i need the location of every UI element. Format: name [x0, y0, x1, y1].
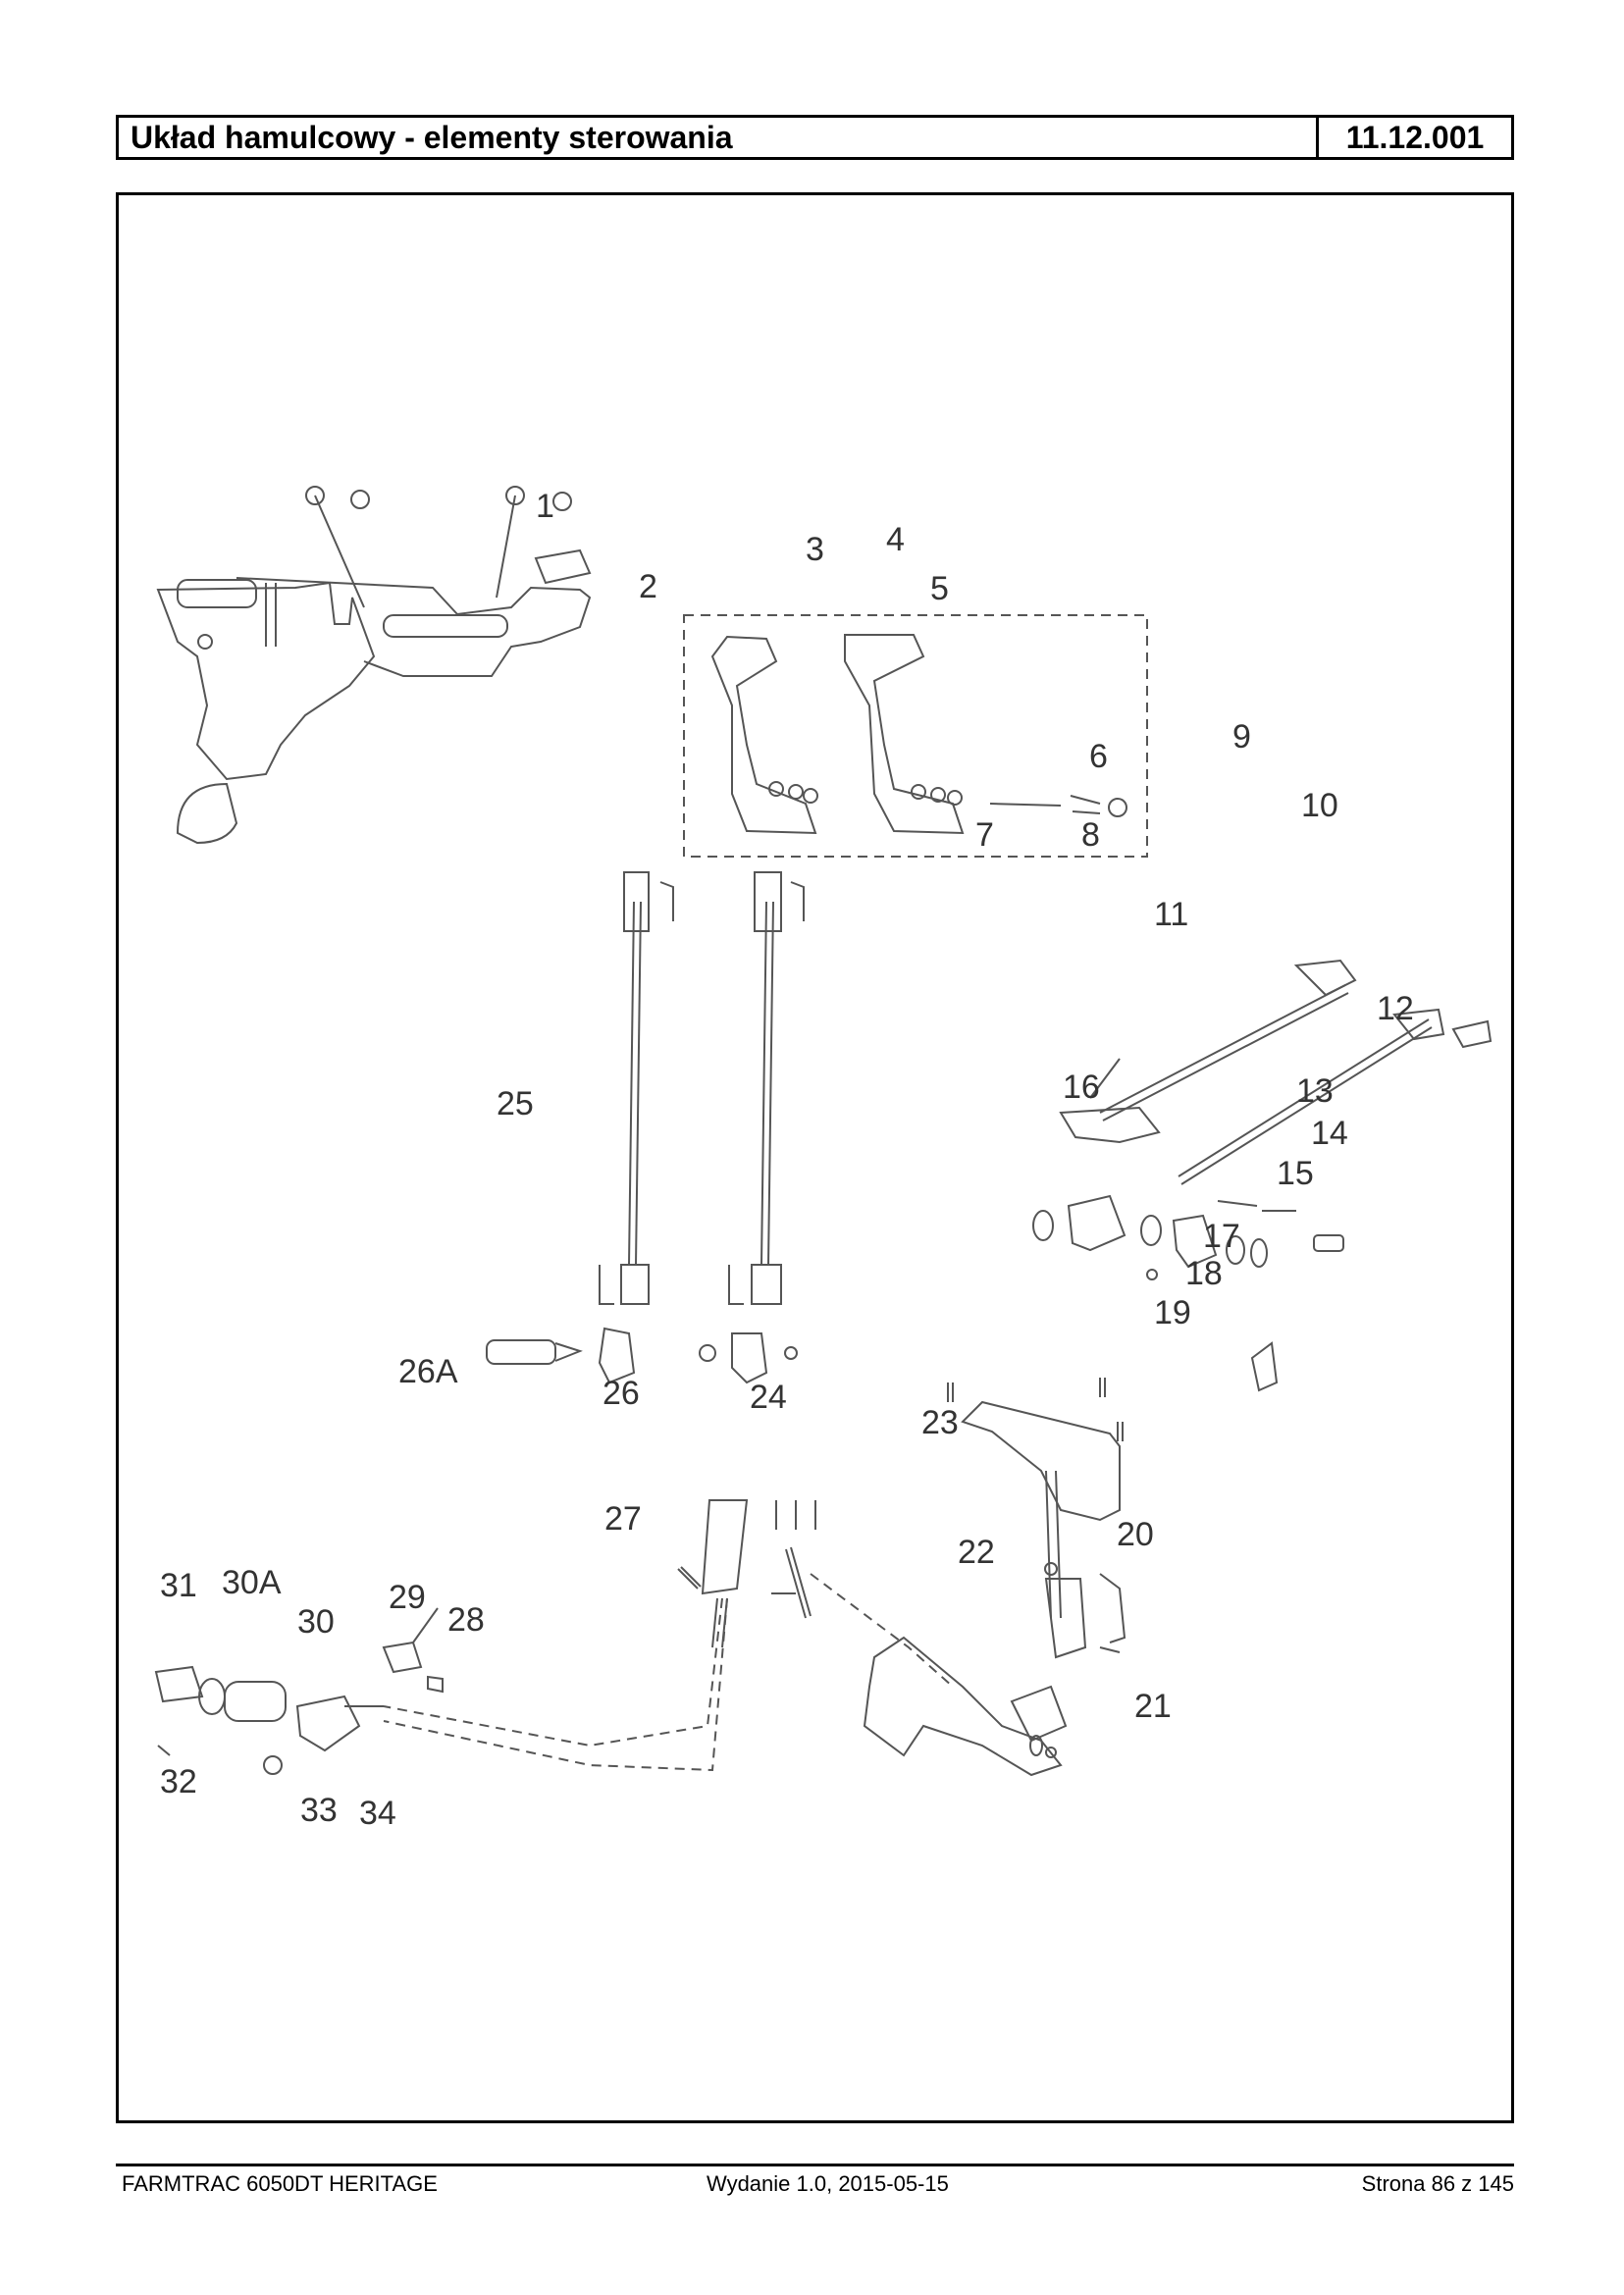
callout-28: 28	[447, 1601, 485, 1639]
callout-34: 34	[359, 1795, 396, 1832]
callout-10: 10	[1301, 787, 1338, 824]
section-code: 11.12.001	[1345, 120, 1485, 155]
cross-shaft	[383, 614, 508, 638]
callout-17: 17	[1203, 1218, 1240, 1255]
pedal-pin	[989, 803, 1062, 807]
pedal-group-box	[683, 614, 1148, 858]
footer-edition: Wydanie 1.0, 2015-05-15	[707, 2171, 949, 2196]
lever-24	[731, 1332, 768, 1384]
callout-25: 25	[497, 1085, 534, 1122]
callout-6: 6	[1089, 738, 1108, 775]
callout-13: 13	[1296, 1072, 1334, 1110]
callout-labels: 1 2 3 4 5 6 7 8 9 10 11 12 13 14 15 16 1…	[160, 488, 1414, 1832]
callout-29: 29	[389, 1579, 426, 1616]
rod-11	[1099, 984, 1349, 1121]
callout-8: 8	[1081, 816, 1100, 854]
bushing-31	[154, 1665, 204, 1703]
footer-page-number: Strona 86 z 145	[1361, 2171, 1514, 2196]
bleed-screw-18	[1250, 1341, 1279, 1392]
brake-rod-left	[628, 901, 642, 1266]
callout-23: 23	[921, 1404, 959, 1441]
spring	[534, 548, 592, 585]
callout-21: 21	[1134, 1688, 1172, 1725]
callout-19: 19	[1154, 1294, 1191, 1331]
brake-pedal-right	[844, 634, 965, 835]
coupling-16	[1067, 1194, 1126, 1252]
callout-18: 18	[1185, 1255, 1223, 1292]
callout-5: 5	[930, 570, 949, 607]
callout-31: 31	[160, 1567, 197, 1604]
coupling-17	[1172, 1214, 1218, 1269]
lever-34	[295, 1695, 361, 1752]
callout-32: 32	[160, 1763, 197, 1800]
callout-20: 20	[1117, 1516, 1154, 1553]
callout-12: 12	[1377, 990, 1414, 1027]
pedal-shaft-bracket	[156, 581, 376, 781]
callout-2: 2	[639, 568, 657, 605]
callout-30: 30	[297, 1603, 335, 1641]
callout-16: 16	[1063, 1069, 1100, 1106]
clevis-29	[382, 1607, 439, 1674]
callout-4: 4	[886, 521, 905, 558]
callout-1: 1	[536, 488, 554, 525]
footer-rule	[116, 2164, 1514, 2166]
callout-22: 22	[958, 1534, 995, 1571]
callout-26: 26	[602, 1375, 640, 1412]
callout-33: 33	[300, 1792, 338, 1829]
callout-27: 27	[604, 1500, 642, 1538]
callout-7: 7	[975, 816, 994, 854]
brake-pedal-left	[710, 635, 817, 835]
parts-diagram-frame: 1 2 3 4 5 6 7 8 9 10 11 12 13 14 15 16 1…	[116, 192, 1514, 2123]
support-bracket-21	[863, 1636, 1063, 1777]
callout-30a: 30A	[222, 1564, 282, 1601]
callout-9: 9	[1232, 718, 1251, 756]
page-header: Układ hamulcowy - elementy sterowania 11…	[116, 115, 1514, 160]
page-title: Układ hamulcowy - elementy sterowania	[119, 118, 1319, 157]
footer-model: FARMTRAC 6050DT HERITAGE	[122, 2171, 438, 2196]
callout-14: 14	[1311, 1115, 1348, 1152]
link-rod-27	[701, 1499, 749, 1595]
callout-11: 11	[1154, 896, 1188, 933]
bushing-30	[224, 1681, 287, 1722]
shaft-26a	[486, 1339, 556, 1365]
callout-15: 15	[1277, 1155, 1314, 1192]
rod-12	[1178, 1018, 1433, 1185]
lever-26	[598, 1327, 636, 1384]
exploded-parts-diagram: 1 2 3 4 5 6 7 8 9 10 11 12 13 14 15 16 1…	[154, 486, 1493, 1832]
brake-rod-right	[760, 901, 774, 1266]
callout-3: 3	[806, 531, 824, 568]
callout-24: 24	[750, 1379, 787, 1416]
callout-26a: 26A	[398, 1353, 458, 1390]
handbrake-lever-23	[961, 1400, 1121, 1522]
